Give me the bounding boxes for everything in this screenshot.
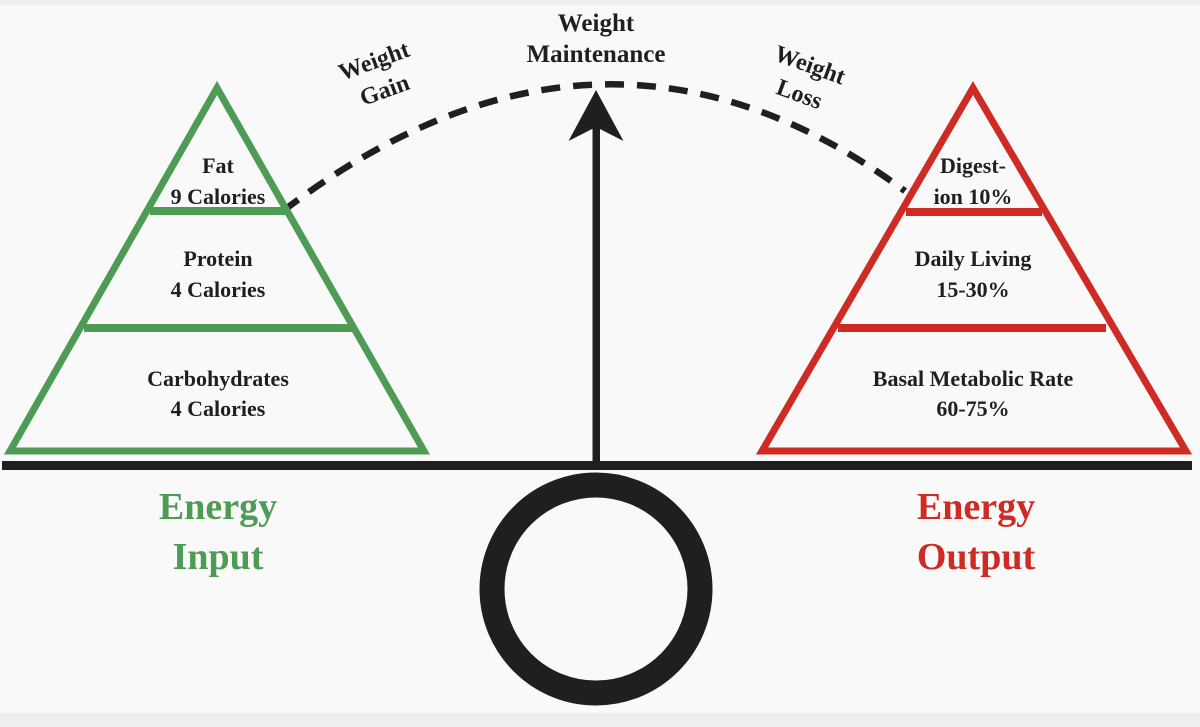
up-arrow-head-icon [568,90,624,141]
input-level-carbohydrates-value: 4 Calories [171,396,266,421]
output-level-bmr-value: 60-75% [936,396,1009,421]
input-level-fat-name: Fat [202,153,234,178]
output-level-daily-living-value: 15-30% [936,277,1009,302]
input-level-fat-value: 9 Calories [171,184,266,209]
energy-output-pyramid: Digest- ion 10% Daily Living 15-30% Basa… [755,81,1193,578]
balance-arc-dashed-line [281,81,907,214]
up-arrow-shaft [592,124,600,466]
energy-input-caption-line1: Energy [159,486,277,528]
energy-output-caption-line1: Energy [917,486,1035,528]
weight-maintenance-line2: Maintenance [527,41,666,68]
bottom-noise-band [0,713,1200,727]
output-pyramid-outline [755,81,1193,455]
energy-output-caption-line2: Output [917,536,1036,578]
output-level-bmr-name: Basal Metabolic Rate [873,366,1074,391]
input-level-protein-value: 4 Calories [171,277,266,302]
input-pyramid-outline [3,80,431,455]
output-level-daily-living-name: Daily Living [915,246,1032,271]
input-level-protein-name: Protein [183,246,252,271]
output-level-digestion-name: Digest- [940,153,1006,178]
weight-maintenance-line1: Weight [558,10,635,37]
weight-loss-label: Weight Loss [771,41,849,115]
energy-input-caption-line2: Input [173,536,264,578]
input-level-carbohydrates-name: Carbohydrates [147,366,289,391]
energy-input-pyramid: Fat 9 Calories Protein 4 Calories Carboh… [3,80,431,578]
top-noise-band [0,0,1200,5]
fulcrum-circle-icon [479,472,713,706]
weight-gain-label: Weight Gain [335,37,413,112]
weight-maintenance-label: Weight Maintenance [527,10,666,68]
output-level-digestion-value: ion 10% [934,184,1013,209]
